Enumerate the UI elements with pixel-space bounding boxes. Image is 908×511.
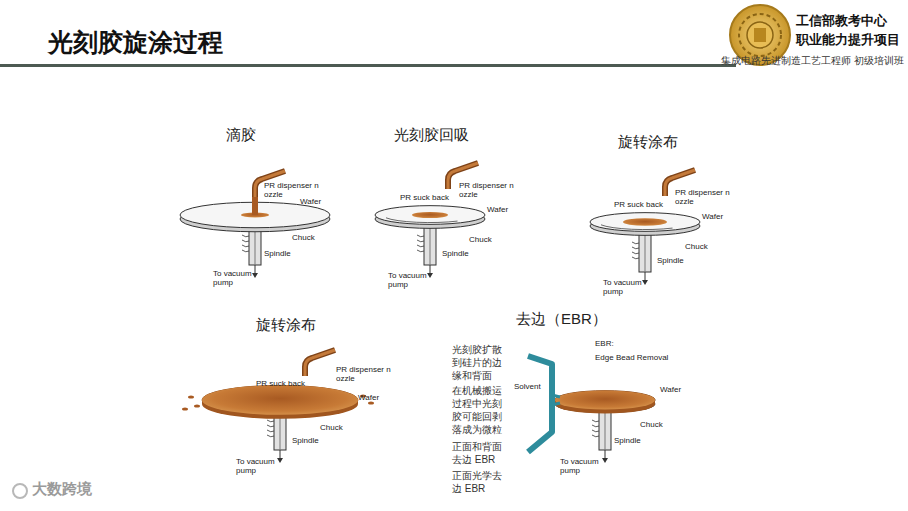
part-label: Wafer: [358, 394, 379, 403]
step-caption: 滴胶: [226, 127, 256, 144]
part-label: To vacuum pump: [213, 270, 257, 288]
vacuum-arrow: [642, 280, 648, 285]
resist-stream: [252, 197, 258, 215]
note-text: 正面和背面去边 EBR: [452, 440, 506, 466]
solvent-jet: [552, 395, 560, 405]
spin-arrow: [632, 242, 639, 244]
project-name: 职业能力提升项目: [796, 33, 900, 47]
resist-film: [412, 212, 448, 218]
spin-arrow: [267, 430, 274, 432]
note-text: 正面光学去边 EBR: [452, 469, 506, 495]
resist-droplet: [182, 407, 188, 410]
spin-arrow: [417, 245, 424, 247]
spin-arrow: [267, 435, 274, 437]
spin-arrow: [417, 240, 424, 242]
part-label: Chuck: [469, 236, 492, 245]
solvent-nozzle: [528, 356, 552, 452]
spin-arrow: [267, 425, 274, 427]
part-label: PR suck back: [614, 201, 663, 210]
part-label: Edge Bead Removal: [595, 354, 668, 363]
part-label: Spindle: [614, 437, 641, 446]
part-label: PR suck back: [400, 194, 449, 203]
spin-arrow: [592, 425, 599, 427]
spin-arrow: [417, 235, 424, 237]
spin-arrow: [242, 240, 249, 242]
part-label: Wafer: [487, 206, 508, 215]
spin-coater: [375, 163, 485, 278]
step-caption: 旋转涂布: [618, 134, 678, 151]
resist-film: [623, 218, 667, 225]
part-label: Spindle: [264, 250, 291, 259]
spin-arrow: [242, 250, 249, 252]
note-text: 光刻胶扩散到硅片的边缘和背面: [452, 343, 506, 382]
part-label: To vacuum pump: [560, 458, 604, 476]
spin-arrow: [632, 252, 639, 254]
part-label: Wafer: [660, 386, 681, 395]
course-name: 集成电路先进制造工艺工程师 初级培训班: [721, 56, 904, 66]
resist-film: [202, 385, 358, 414]
step-caption: 光刻胶回吸: [394, 127, 469, 144]
part-label: PR dispenser nozzle: [264, 182, 319, 200]
dispenser-nozzle: [305, 350, 335, 376]
step-caption: 去边（EBR）: [516, 311, 607, 328]
spin-arrow: [242, 235, 249, 237]
part-label: PR dispenser nozzle: [336, 366, 391, 384]
vacuum-arrow: [427, 273, 433, 278]
part-label: Spindle: [657, 257, 684, 266]
wafer: [555, 392, 655, 409]
part-label: EBR:: [595, 340, 614, 349]
part-label: Wafer: [300, 198, 321, 207]
spin-coater: [180, 171, 330, 278]
nozzle-inner: [305, 350, 335, 376]
part-label: Spindle: [442, 250, 469, 259]
part-label: PR dispenser nozzle: [459, 182, 514, 200]
spindle-axis: [645, 230, 646, 272]
part-label: To vacuum pump: [388, 272, 432, 290]
resist-film: [202, 385, 358, 415]
spin-arrow: [592, 430, 599, 432]
part-label: Wafer: [702, 213, 723, 222]
spin-arrow: [592, 435, 599, 437]
org-name: 工信部教考中心: [796, 14, 887, 28]
rotation-arc: [601, 225, 673, 230]
part-label: Solvent: [514, 383, 541, 392]
wafer: [590, 213, 700, 232]
wafer: [375, 206, 485, 225]
resist-droplet: [188, 395, 194, 398]
slide-title: 光刻胶旋涂过程: [48, 26, 223, 59]
spindle-axis: [430, 223, 431, 265]
resist-droplet: [194, 404, 200, 407]
part-label: To vacuum pump: [603, 279, 647, 297]
part-label: Spindle: [292, 437, 319, 446]
spin-arrow: [632, 257, 639, 259]
part-label: PR dispenser nozzle: [675, 189, 730, 207]
resist-film: [555, 391, 655, 410]
part-label: Chuck: [320, 424, 343, 433]
spin-arrow: [592, 420, 599, 422]
vacuum-arrow: [602, 458, 608, 463]
watermark: 大数跨境: [32, 481, 92, 498]
vacuum-arrow: [252, 273, 258, 278]
resist-film: [555, 391, 655, 410]
part-label: To vacuum pump: [236, 458, 280, 476]
vacuum-arrow: [277, 458, 283, 463]
part-label: PR suck back: [256, 380, 305, 389]
part-label: Chuck: [292, 234, 315, 243]
watermark-icon: [13, 484, 27, 498]
part-label: Chuck: [640, 421, 663, 430]
rotation-arc: [386, 218, 458, 223]
spin-coater: [590, 170, 700, 285]
spin-arrow: [417, 250, 424, 252]
spin-arrow: [267, 420, 274, 422]
title-rule: [0, 64, 736, 67]
spin-arrow: [632, 247, 639, 249]
note-text: 在机械搬运过程中光刻胶可能回剥落成为微粒: [452, 384, 506, 436]
spindle-axis: [605, 408, 606, 450]
spin-arrow: [242, 245, 249, 247]
part-label: Chuck: [685, 243, 708, 252]
step-caption: 旋转涂布: [256, 317, 316, 334]
